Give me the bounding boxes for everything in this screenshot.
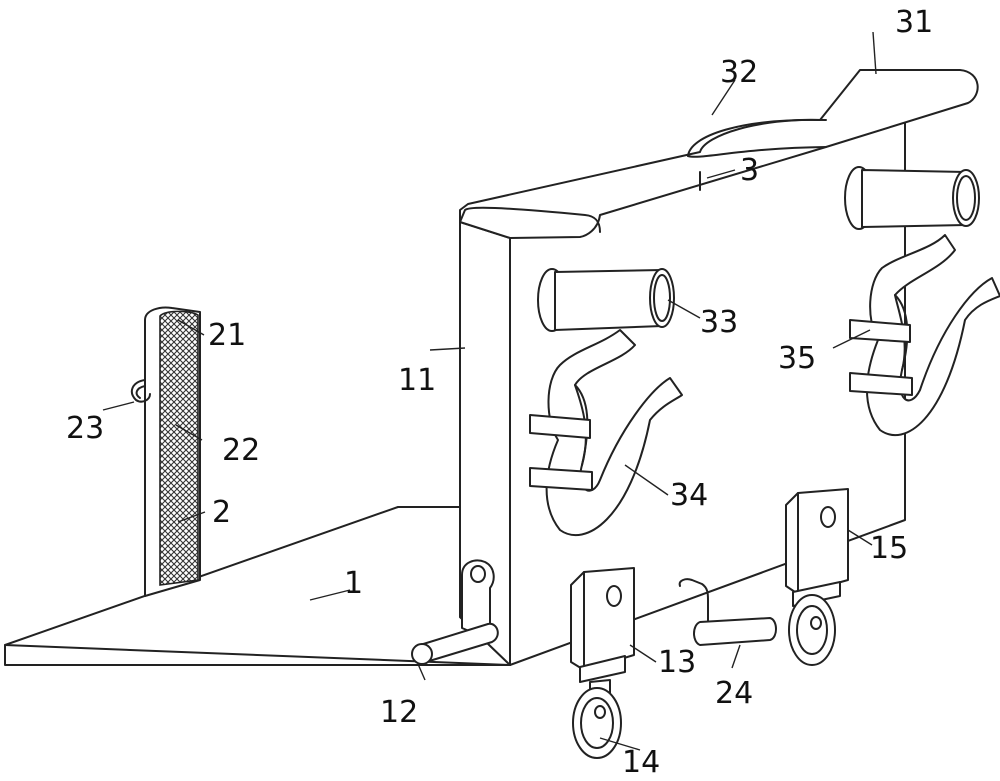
label-35: 35 — [778, 341, 816, 376]
label-12: 12 — [380, 695, 418, 730]
crank-handle — [678, 578, 777, 646]
holder-bracket-left — [529, 329, 683, 536]
side-plate-handle — [130, 379, 151, 403]
holder-bracket-right — [849, 234, 1000, 436]
label-21: 21 — [208, 318, 246, 353]
label-34: 34 — [670, 478, 708, 513]
hook-left — [537, 268, 675, 332]
label-31: 31 — [895, 5, 933, 40]
wheel-front — [572, 687, 622, 759]
label-23: 23 — [66, 411, 104, 446]
rod — [411, 622, 499, 665]
label-11: 11 — [398, 363, 436, 398]
hook-right — [844, 166, 980, 230]
side-plate — [144, 306, 201, 597]
label-14: 14 — [622, 745, 660, 780]
label-24: 24 — [715, 676, 753, 711]
wheel-rear — [788, 594, 836, 666]
label-32: 32 — [720, 55, 758, 90]
label-2: 2 — [212, 495, 231, 530]
label-3: 3 — [740, 153, 759, 188]
top-board — [459, 69, 979, 239]
label-22: 22 — [222, 433, 260, 468]
label-1: 1 — [344, 566, 363, 601]
label-13: 13 — [658, 645, 696, 680]
label-15: 15 — [870, 531, 908, 566]
hinge-bracket — [461, 559, 495, 641]
leader-lines — [102, 31, 877, 751]
label-33: 33 — [700, 305, 738, 340]
part-labels: 31 32 3 11 33 35 34 1 2 21 22 23 12 13 1… — [66, 5, 933, 780]
